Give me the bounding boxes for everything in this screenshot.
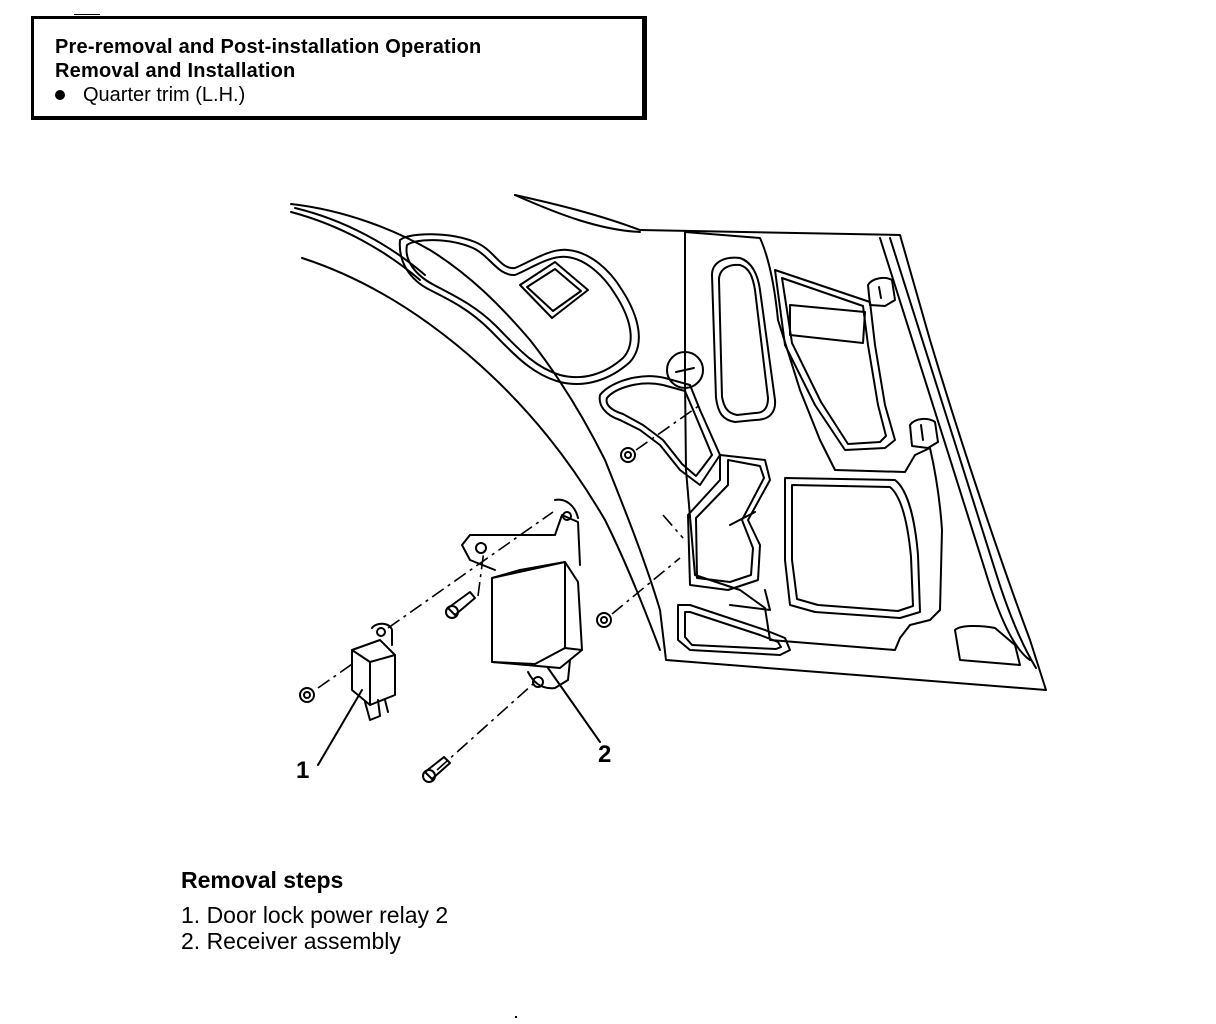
callout-receiver: 2 — [598, 741, 611, 768]
fasteners — [299, 447, 636, 783]
upper-cutout — [398, 233, 640, 385]
panel-clips — [666, 276, 1021, 666]
bullet-item-text: Quarter trim (L.H.) — [83, 84, 246, 106]
receiver-assembly — [461, 498, 583, 690]
lower-triangle-cutout — [677, 604, 791, 656]
door-lock-power-relay — [351, 622, 396, 721]
removal-installation-heading: Removal and Installation — [55, 60, 296, 82]
removal-steps-title: Removal steps — [181, 867, 344, 893]
bracket-mount — [598, 375, 771, 611]
bullet-item: Quarter trim (L.H.) — [55, 83, 642, 107]
operation-info-box: Pre-removal and Post-installation Operat… — [31, 16, 647, 120]
center-cutouts — [684, 231, 943, 651]
installation-guide-lines — [317, 404, 701, 771]
footer-dot — [515, 1016, 517, 1018]
removal-steps: Removal steps 1. Door lock power relay 2… — [181, 866, 448, 954]
pre-removal-heading: Pre-removal and Post-installation Operat… — [55, 36, 482, 58]
removal-step-item: 2. Receiver assembly — [181, 928, 401, 954]
bullet-dot-icon — [55, 90, 65, 100]
leader-lines — [317, 667, 601, 766]
quarter-panel — [290, 194, 1047, 691]
removal-step-item: 1. Door lock power relay 2 — [181, 902, 449, 928]
top-rule-mark — [74, 14, 100, 15]
callout-relay: 1 — [296, 757, 309, 784]
